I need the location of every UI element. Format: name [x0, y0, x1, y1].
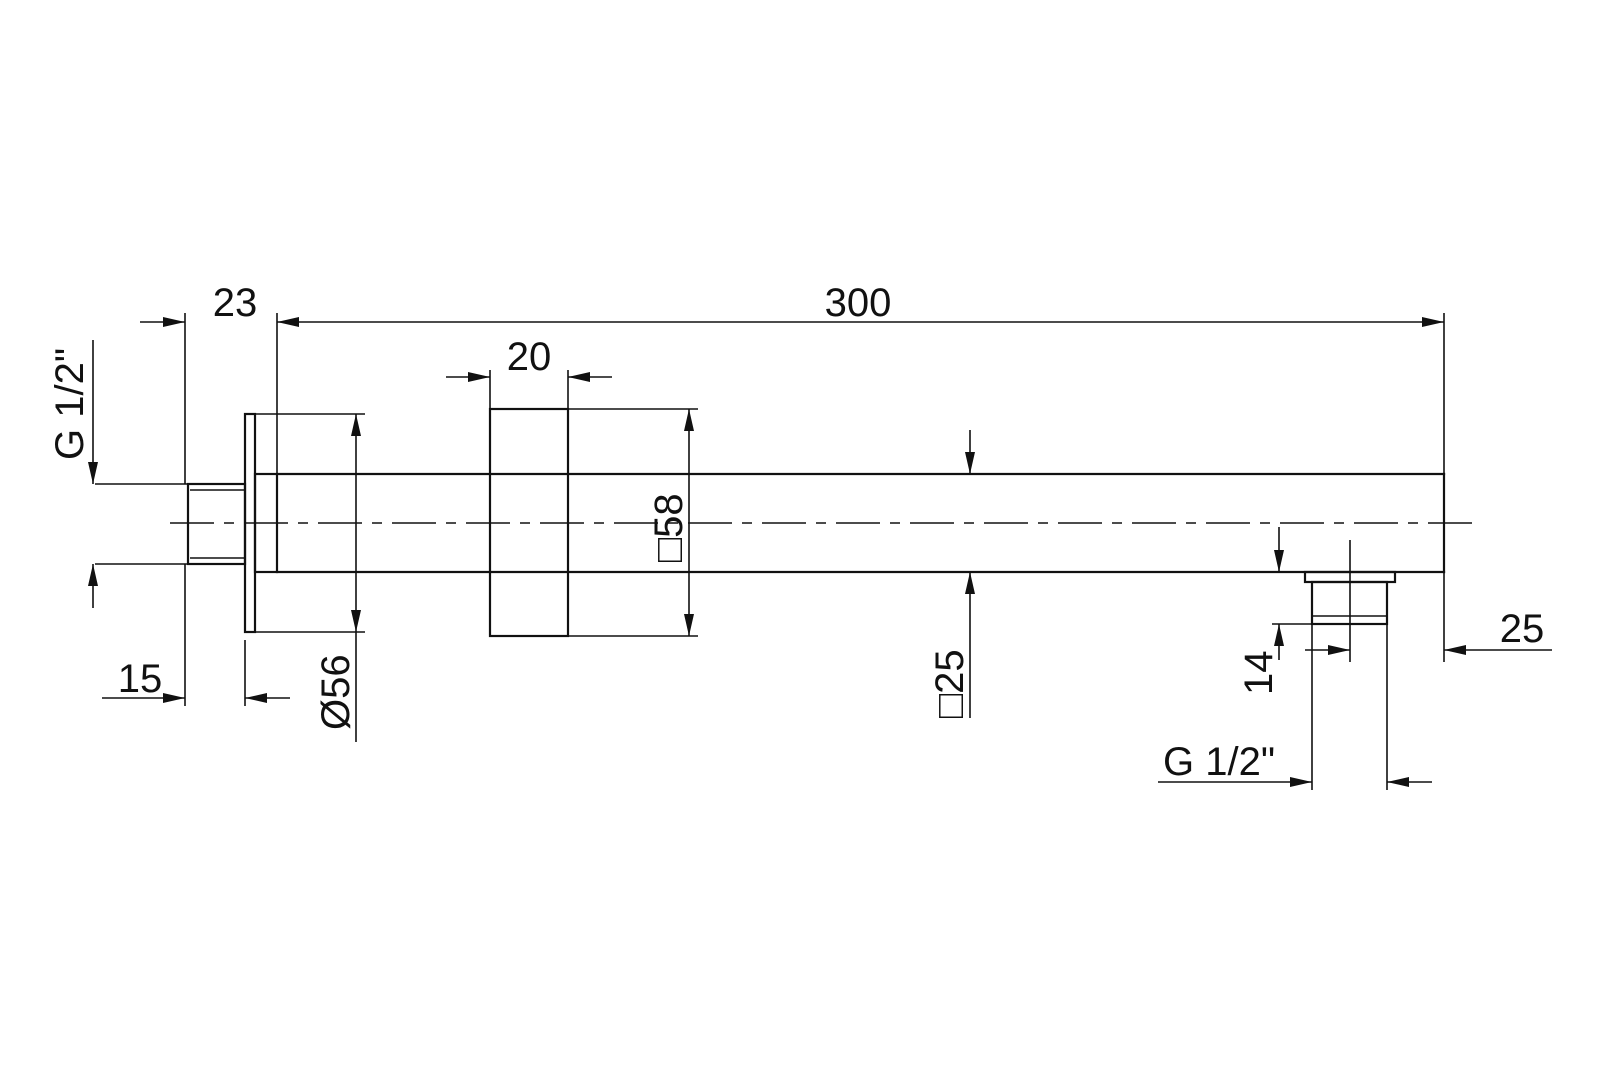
dimension-arm-length: 300 [277, 281, 1445, 474]
dimension-arm-section: □25 [928, 430, 975, 718]
inlet-nipple [186, 482, 247, 566]
dimension-thread-length: 15 [102, 564, 290, 706]
outlet-thread-label: G 1/2" [1163, 740, 1275, 784]
dimension-outlet-thread: G 1/2" [1158, 624, 1432, 790]
dimension-outlet-height: 14 [1237, 527, 1312, 695]
dimension-cover-width: 20 [446, 335, 612, 409]
cover-size-label: □58 [647, 493, 691, 562]
thread-length-label: 15 [118, 657, 163, 701]
dimension-outlet-offset: 25 [1305, 540, 1552, 662]
flange-diameter-label: Ø56 [314, 654, 358, 730]
inlet-thread-label: G 1/2" [48, 348, 92, 460]
dimension-flange-diameter: Ø56 [255, 413, 365, 742]
square-cover [488, 407, 570, 638]
outlet-height-label: 14 [1237, 651, 1281, 696]
arm-length-label: 300 [825, 281, 892, 325]
cover-width-label: 20 [507, 335, 552, 379]
arm-section-label: □25 [928, 649, 972, 718]
flange-hub [253, 472, 279, 574]
outlet-offset-label: 25 [1500, 607, 1545, 651]
dimension-cover-size: □58 [568, 408, 698, 637]
dimension-inlet-thread: G 1/2" [48, 340, 188, 608]
dimension-flange-offset: 23 [140, 281, 299, 484]
flange-offset-label: 23 [213, 281, 258, 325]
